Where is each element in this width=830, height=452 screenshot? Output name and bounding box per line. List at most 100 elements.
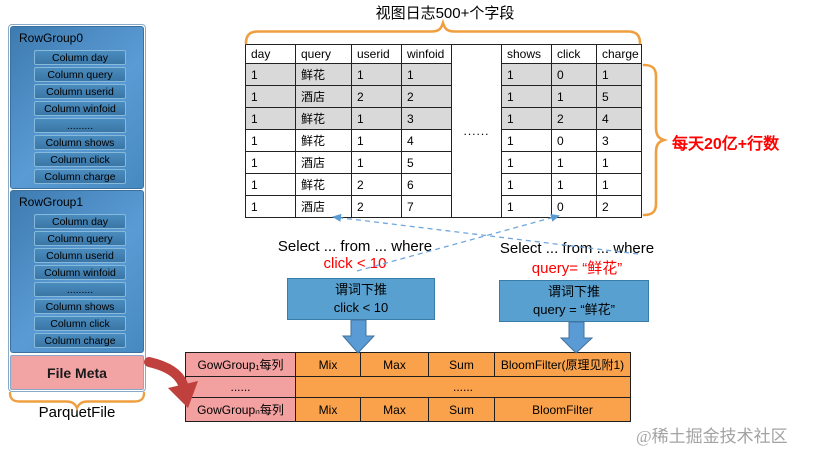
cell: 1	[351, 151, 402, 174]
cell: 1	[245, 85, 296, 108]
cell: 鲜花	[295, 129, 352, 152]
pushdown-arrow-left-icon	[341, 319, 376, 354]
log-table-title: 视图日志500+个字段	[375, 5, 515, 22]
stats-merged-cell: ......	[295, 376, 631, 398]
stats-row: GowGroup₁每列 Mix Max Sum BloomFilter(原理见附…	[185, 352, 631, 377]
omitted-columns-cell: ......	[451, 44, 502, 218]
rowgroup-1: RowGroup1 Column day Column query Column…	[10, 190, 144, 353]
rowgroup-0: RowGroup0 Column day Column query Column…	[10, 26, 144, 189]
cell: 6	[401, 173, 452, 196]
query-click: Select ... from ... where click < 10	[250, 238, 460, 272]
curly-brace-top	[244, 18, 642, 45]
rowgroup-1-title: RowGroup1	[19, 195, 84, 209]
rowgroup-1-columns: Column day Column query Column userid Co…	[34, 214, 126, 348]
col-header-click: click	[551, 44, 597, 64]
cell: 2	[351, 85, 402, 108]
cell: 1	[501, 173, 552, 196]
column-chunk: Column charge	[34, 169, 126, 184]
cell: 2	[551, 107, 597, 130]
stat-cell-max: Max	[360, 397, 429, 422]
pushdown-predicate: click < 10	[333, 300, 389, 315]
stat-cell-sum: Sum	[428, 352, 495, 377]
column-chunk: Column click	[34, 316, 126, 331]
cell: 1	[351, 107, 402, 130]
cell: 1	[596, 63, 642, 86]
column-chunk: Column day	[34, 50, 126, 65]
stats-row: GowGroupₙ每列 Mix Max Sum BloomFilter	[185, 397, 631, 422]
stats-group-cell: ......	[185, 376, 296, 398]
cell: 1	[501, 107, 552, 130]
pushdown-arrow-right-icon	[559, 321, 594, 354]
column-chunk: Column query	[34, 67, 126, 82]
cell: 5	[401, 151, 452, 174]
cell: 鲜花	[295, 63, 352, 86]
cell: 1	[501, 63, 552, 86]
cell: 1	[501, 129, 552, 152]
cell: 1	[596, 151, 642, 174]
sql-text: Select ... from ... where	[277, 238, 433, 255]
log-table: day query userid winfoid ...... shows cl…	[245, 44, 642, 218]
cell: 7	[401, 195, 452, 218]
cell: 2	[596, 195, 642, 218]
pushdown-predicate: query = “鲜花”	[533, 302, 615, 317]
cell: 0	[551, 195, 597, 218]
column-chunk: Column shows	[34, 135, 126, 150]
cell: 4	[401, 129, 452, 152]
cell: 4	[596, 107, 642, 130]
column-chunk: Column click	[34, 152, 126, 167]
cell: 2	[351, 173, 402, 196]
column-chunk: Column winfoid	[34, 265, 126, 280]
cell: 1	[501, 151, 552, 174]
column-chunk: Column winfoid	[34, 101, 126, 116]
cell: 鲜花	[295, 173, 352, 196]
col-header-charge: charge	[596, 44, 642, 64]
column-chunk: Column day	[34, 214, 126, 229]
sql-text: Select ... from ... where	[499, 240, 655, 257]
rowgroup-0-title: RowGroup0	[19, 31, 84, 45]
daily-row-count-note: 每天20亿+行数	[672, 136, 780, 153]
file-meta-arrow-icon	[144, 357, 189, 393]
col-header-shows: shows	[501, 44, 552, 64]
column-chunk-ellipsis: .........	[34, 282, 126, 297]
parquet-file-container: RowGroup0 Column day Column query Column…	[8, 24, 146, 392]
query-flower: Select ... from ... where query= “鲜花”	[487, 240, 667, 278]
col-header-day: day	[245, 44, 296, 64]
cell: 1	[245, 129, 296, 152]
stat-cell-min: Mix	[295, 397, 361, 422]
cell: 酒店	[295, 195, 352, 218]
cell: 1	[551, 173, 597, 196]
cell: 1	[501, 195, 552, 218]
col-header-query: query	[295, 44, 352, 64]
stat-cell-min: Mix	[295, 352, 361, 377]
col-header-winfoid: winfoid	[401, 44, 452, 64]
cell: 2	[401, 85, 452, 108]
cell: 3	[401, 107, 452, 130]
stats-row-ellipsis: ...... ......	[185, 376, 631, 398]
log-header-row: day query userid winfoid ...... shows cl…	[245, 44, 642, 218]
curly-brace-right	[642, 63, 669, 217]
column-chunk-ellipsis: .........	[34, 118, 126, 133]
file-meta-block: File Meta	[10, 355, 144, 390]
cell: 1	[245, 107, 296, 130]
cell: 1	[551, 85, 597, 108]
stat-cell-bloomfilter: BloomFilter(原理见附1)	[494, 352, 631, 377]
column-chunk: Column query	[34, 231, 126, 246]
cell: 3	[596, 129, 642, 152]
cell: 0	[551, 129, 597, 152]
rowgroup-0-columns: Column day Column query Column userid Co…	[34, 50, 126, 184]
column-chunk: Column shows	[34, 299, 126, 314]
predicate-text: click < 10	[323, 255, 387, 272]
stat-cell-bloomfilter: BloomFilter	[494, 397, 631, 422]
pushdown-box-query: 谓词下推 query = “鲜花”	[499, 280, 649, 322]
rowgroup-stats-table: GowGroup₁每列 Mix Max Sum BloomFilter(原理见附…	[185, 352, 631, 422]
pushdown-box-click: 谓词下推 click < 10	[287, 278, 435, 320]
cell: 1	[245, 195, 296, 218]
predicate-text: query= “鲜花”	[531, 260, 623, 277]
cell: 0	[551, 63, 597, 86]
